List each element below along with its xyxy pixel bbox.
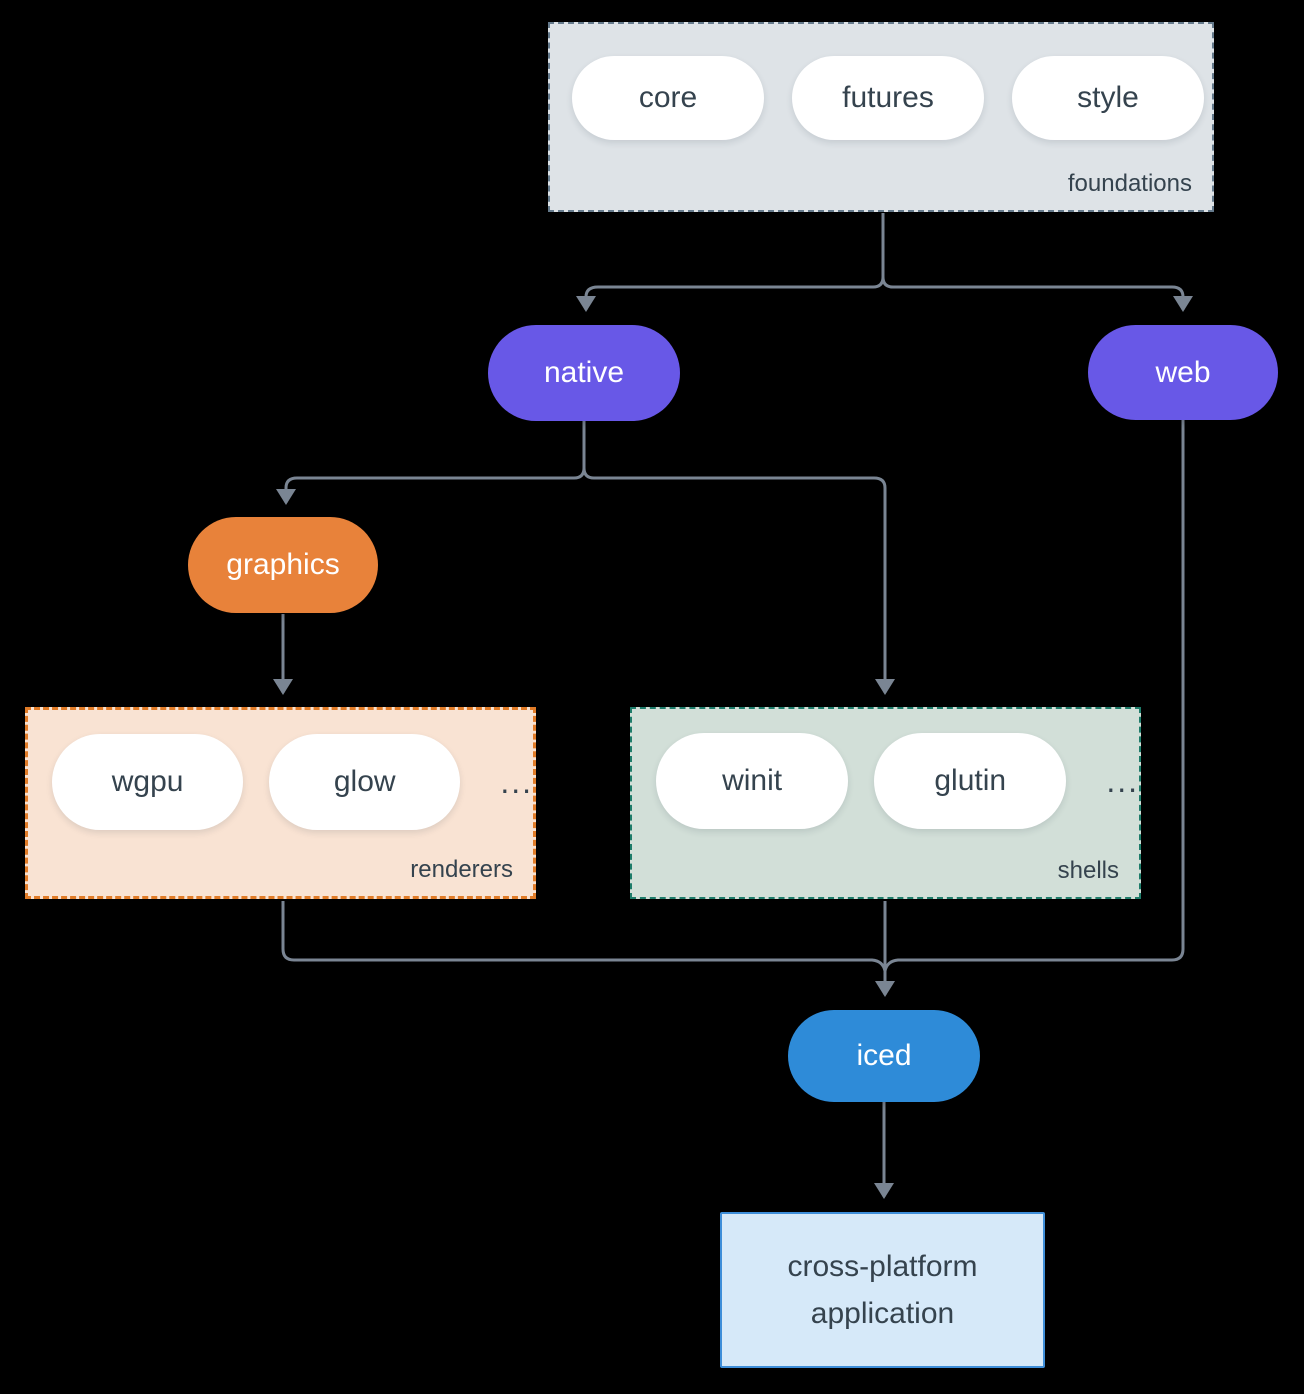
edge-web-merge xyxy=(883,419,1185,972)
application-box: cross-platform application xyxy=(720,1212,1045,1368)
shells-pill-row: winit glutin ... xyxy=(632,709,1139,829)
edge-foundations-to-web xyxy=(881,276,1193,312)
renderers-more-ellipsis: ... xyxy=(500,763,533,800)
node-native: native xyxy=(488,325,680,421)
renderers-pill-row: wgpu glow ... xyxy=(28,710,533,830)
shells-more-ellipsis: ... xyxy=(1106,762,1139,799)
foundations-pill-row: core futures style xyxy=(550,24,1212,140)
edge-native-to-graphics xyxy=(276,467,586,505)
shells-group: winit glutin ... shells xyxy=(630,707,1141,899)
foundations-group-label: foundations xyxy=(1067,170,1192,197)
node-futures: futures xyxy=(792,56,984,140)
node-graphics: graphics xyxy=(188,517,378,613)
node-style: style xyxy=(1012,56,1204,140)
edge-foundations-to-native xyxy=(576,276,885,312)
edge-native-to-shells xyxy=(582,467,895,695)
renderers-group: wgpu glow ... renderers xyxy=(25,707,536,899)
edge-renderers-merge xyxy=(281,901,887,972)
node-core: core xyxy=(572,56,764,140)
foundations-group: core futures style foundations xyxy=(548,22,1214,212)
node-glutin: glutin xyxy=(874,733,1067,829)
node-winit: winit xyxy=(656,733,849,829)
shells-group-label: shells xyxy=(1057,857,1119,884)
node-web: web xyxy=(1088,325,1278,420)
node-glow: glow xyxy=(269,734,461,830)
node-iced: iced xyxy=(788,1010,980,1102)
node-wgpu: wgpu xyxy=(52,734,244,830)
renderers-group-label: renderers xyxy=(410,856,513,883)
